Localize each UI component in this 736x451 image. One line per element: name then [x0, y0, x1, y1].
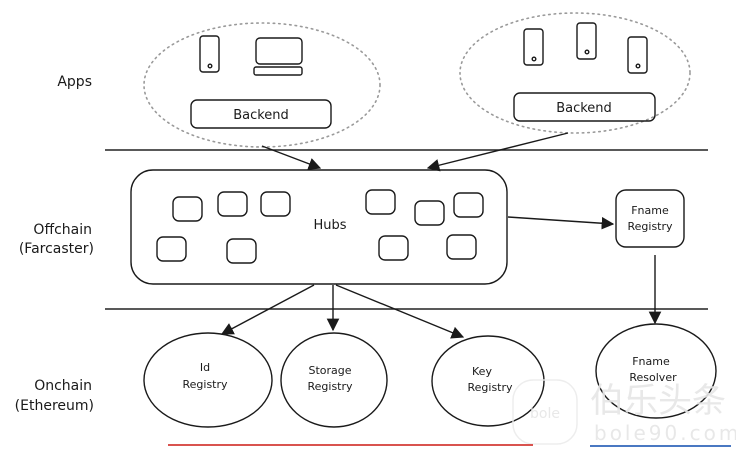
backend-label: Backend	[556, 101, 612, 116]
fname-resolver-label: Fname	[632, 355, 670, 368]
hub-instance	[414, 200, 445, 226]
backend-label: Backend	[233, 108, 289, 123]
hub-instance	[365, 189, 396, 215]
layer-label-offchain-sub: (Farcaster)	[19, 241, 94, 257]
edge-hubs-to-fname-registry	[507, 216, 615, 230]
hub-instances	[156, 189, 484, 264]
app-group-boundary	[143, 22, 381, 148]
fname-registry-node: Fname Registry	[615, 189, 685, 248]
key-registry-label: Key	[472, 365, 492, 378]
edge-hubs-to-id-registry	[220, 284, 315, 335]
app-group-right: Backend	[459, 12, 691, 134]
backend-node-left: Backend	[190, 99, 332, 129]
fname-resolver-label-sub: Resolver	[629, 371, 677, 384]
phone-icon	[576, 22, 597, 60]
layer-label-apps: Apps	[57, 74, 92, 90]
hub-instance	[156, 236, 187, 262]
key-registry-node: Key Registry	[431, 335, 545, 427]
watermark: bole 伯乐头条 bole90.com	[512, 379, 736, 445]
watermark-logo-text: bole	[530, 406, 560, 422]
layer-label-onchain: Onchain	[34, 378, 92, 394]
backend-node-right: Backend	[513, 92, 656, 122]
key-registry-label-sub: Registry	[467, 381, 513, 394]
watermark-cn: 伯乐头条	[590, 381, 726, 421]
id-registry-label-sub: Registry	[182, 378, 228, 391]
edge-backend-right-to-hubs	[426, 132, 569, 172]
edge-backend-left-to-hubs	[261, 145, 322, 170]
watermark-en: bole90.com	[594, 421, 736, 445]
app-group-left: Backend	[143, 22, 381, 148]
app-group-boundary	[459, 12, 691, 134]
hubs-label: Hubs	[313, 218, 346, 233]
hub-instance	[453, 192, 484, 218]
hub-instance	[217, 191, 248, 217]
phone-icon	[199, 35, 220, 73]
fname-registry-label: Fname	[631, 204, 669, 217]
hub-instance	[378, 235, 409, 261]
hub-instance	[446, 234, 477, 260]
storage-registry-node: Storage Registry	[280, 332, 388, 428]
storage-registry-label-sub: Registry	[307, 380, 353, 393]
id-registry-node: Id Registry	[143, 332, 273, 428]
hub-instance	[260, 191, 291, 217]
phone-icon	[627, 36, 648, 74]
id-registry-label: Id	[200, 361, 210, 374]
phone-icon	[523, 28, 544, 66]
layer-label-offchain: Offchain	[33, 222, 92, 238]
hubs-node: Hubs	[130, 169, 508, 285]
hub-instance	[172, 196, 203, 222]
watermark-logo	[512, 379, 578, 445]
fname-registry-label-sub: Registry	[627, 220, 673, 233]
hub-instance	[226, 238, 257, 264]
edge-hubs-to-key-registry	[335, 284, 465, 339]
storage-registry-label: Storage	[308, 364, 351, 377]
layer-label-onchain-sub: (Ethereum)	[15, 398, 94, 414]
laptop-icon	[253, 37, 303, 76]
fname-resolver-node: Fname Resolver	[595, 323, 717, 419]
